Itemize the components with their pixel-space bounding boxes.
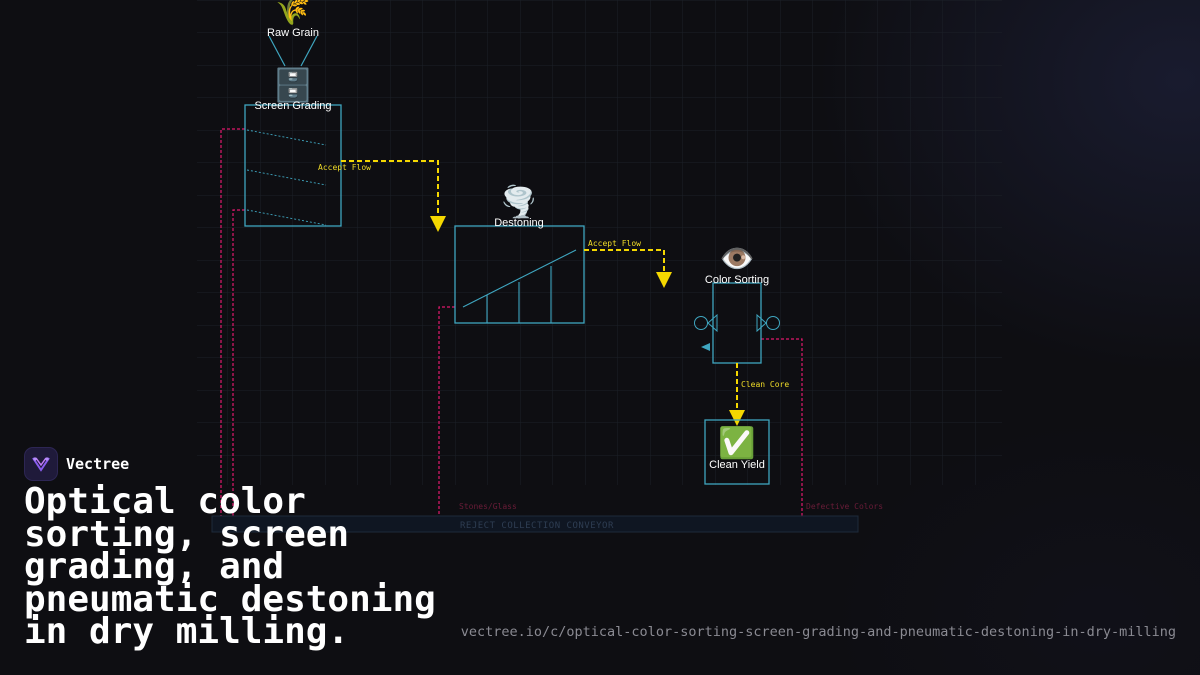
page-headline: Optical color sorting, screen grading, a… — [24, 481, 436, 652]
feed-hopper-lines — [268, 35, 318, 67]
screen-grading-unit — [244, 104, 342, 227]
screen-grading-label: Screen Grading — [254, 100, 331, 112]
screen-decks — [246, 129, 327, 226]
tornado-icon: 🌪️ — [500, 183, 537, 220]
destoning-reject-line — [438, 306, 455, 516]
eye-icon: 👁️ — [720, 242, 755, 275]
reject-conveyor-label: REJECT COLLECTION CONVEYOR — [460, 521, 614, 531]
clean-yield-bin — [704, 419, 770, 485]
raw-grain-label: Raw Grain — [267, 27, 319, 39]
reject-conveyor — [211, 515, 859, 533]
air-ejector-icon — [701, 343, 710, 351]
color-sorting-label: Color Sorting — [705, 274, 769, 286]
optical-cameras — [694, 313, 780, 333]
screen-reject-line-upper — [220, 128, 245, 516]
accept-flow-line-2 — [584, 249, 672, 288]
stones-reject-label: Stones/Glass — [459, 502, 517, 511]
diagram-grid — [197, 0, 1002, 485]
accept-flow-label-2: Accept Flow — [588, 239, 641, 248]
brand: Vectree — [24, 447, 129, 481]
clean-core-label: Clean Core — [741, 380, 789, 389]
file-cabinet-icon: 🗄️ — [273, 66, 313, 104]
accept-flow-label-1: Accept Flow — [318, 163, 371, 172]
page-url: vectree.io/c/optical-color-sorting-scree… — [460, 624, 1176, 640]
sorting-reject-line — [761, 338, 803, 516]
clean-yield-label: Clean Yield — [709, 459, 765, 471]
check-mark-button-icon: ✅ — [718, 425, 755, 461]
wheat-icon: 🌾 — [276, 0, 311, 27]
destoner-deck — [462, 249, 577, 323]
vectree-logo-icon — [24, 447, 58, 481]
brand-name: Vectree — [66, 455, 130, 473]
screen-reject-line-lower — [232, 209, 245, 516]
destoning-label: Destoning — [494, 217, 544, 229]
reject-lines — [220, 128, 803, 516]
accept-flow-line-1 — [341, 160, 446, 232]
defective-reject-label: Defective Colors — [806, 502, 883, 511]
